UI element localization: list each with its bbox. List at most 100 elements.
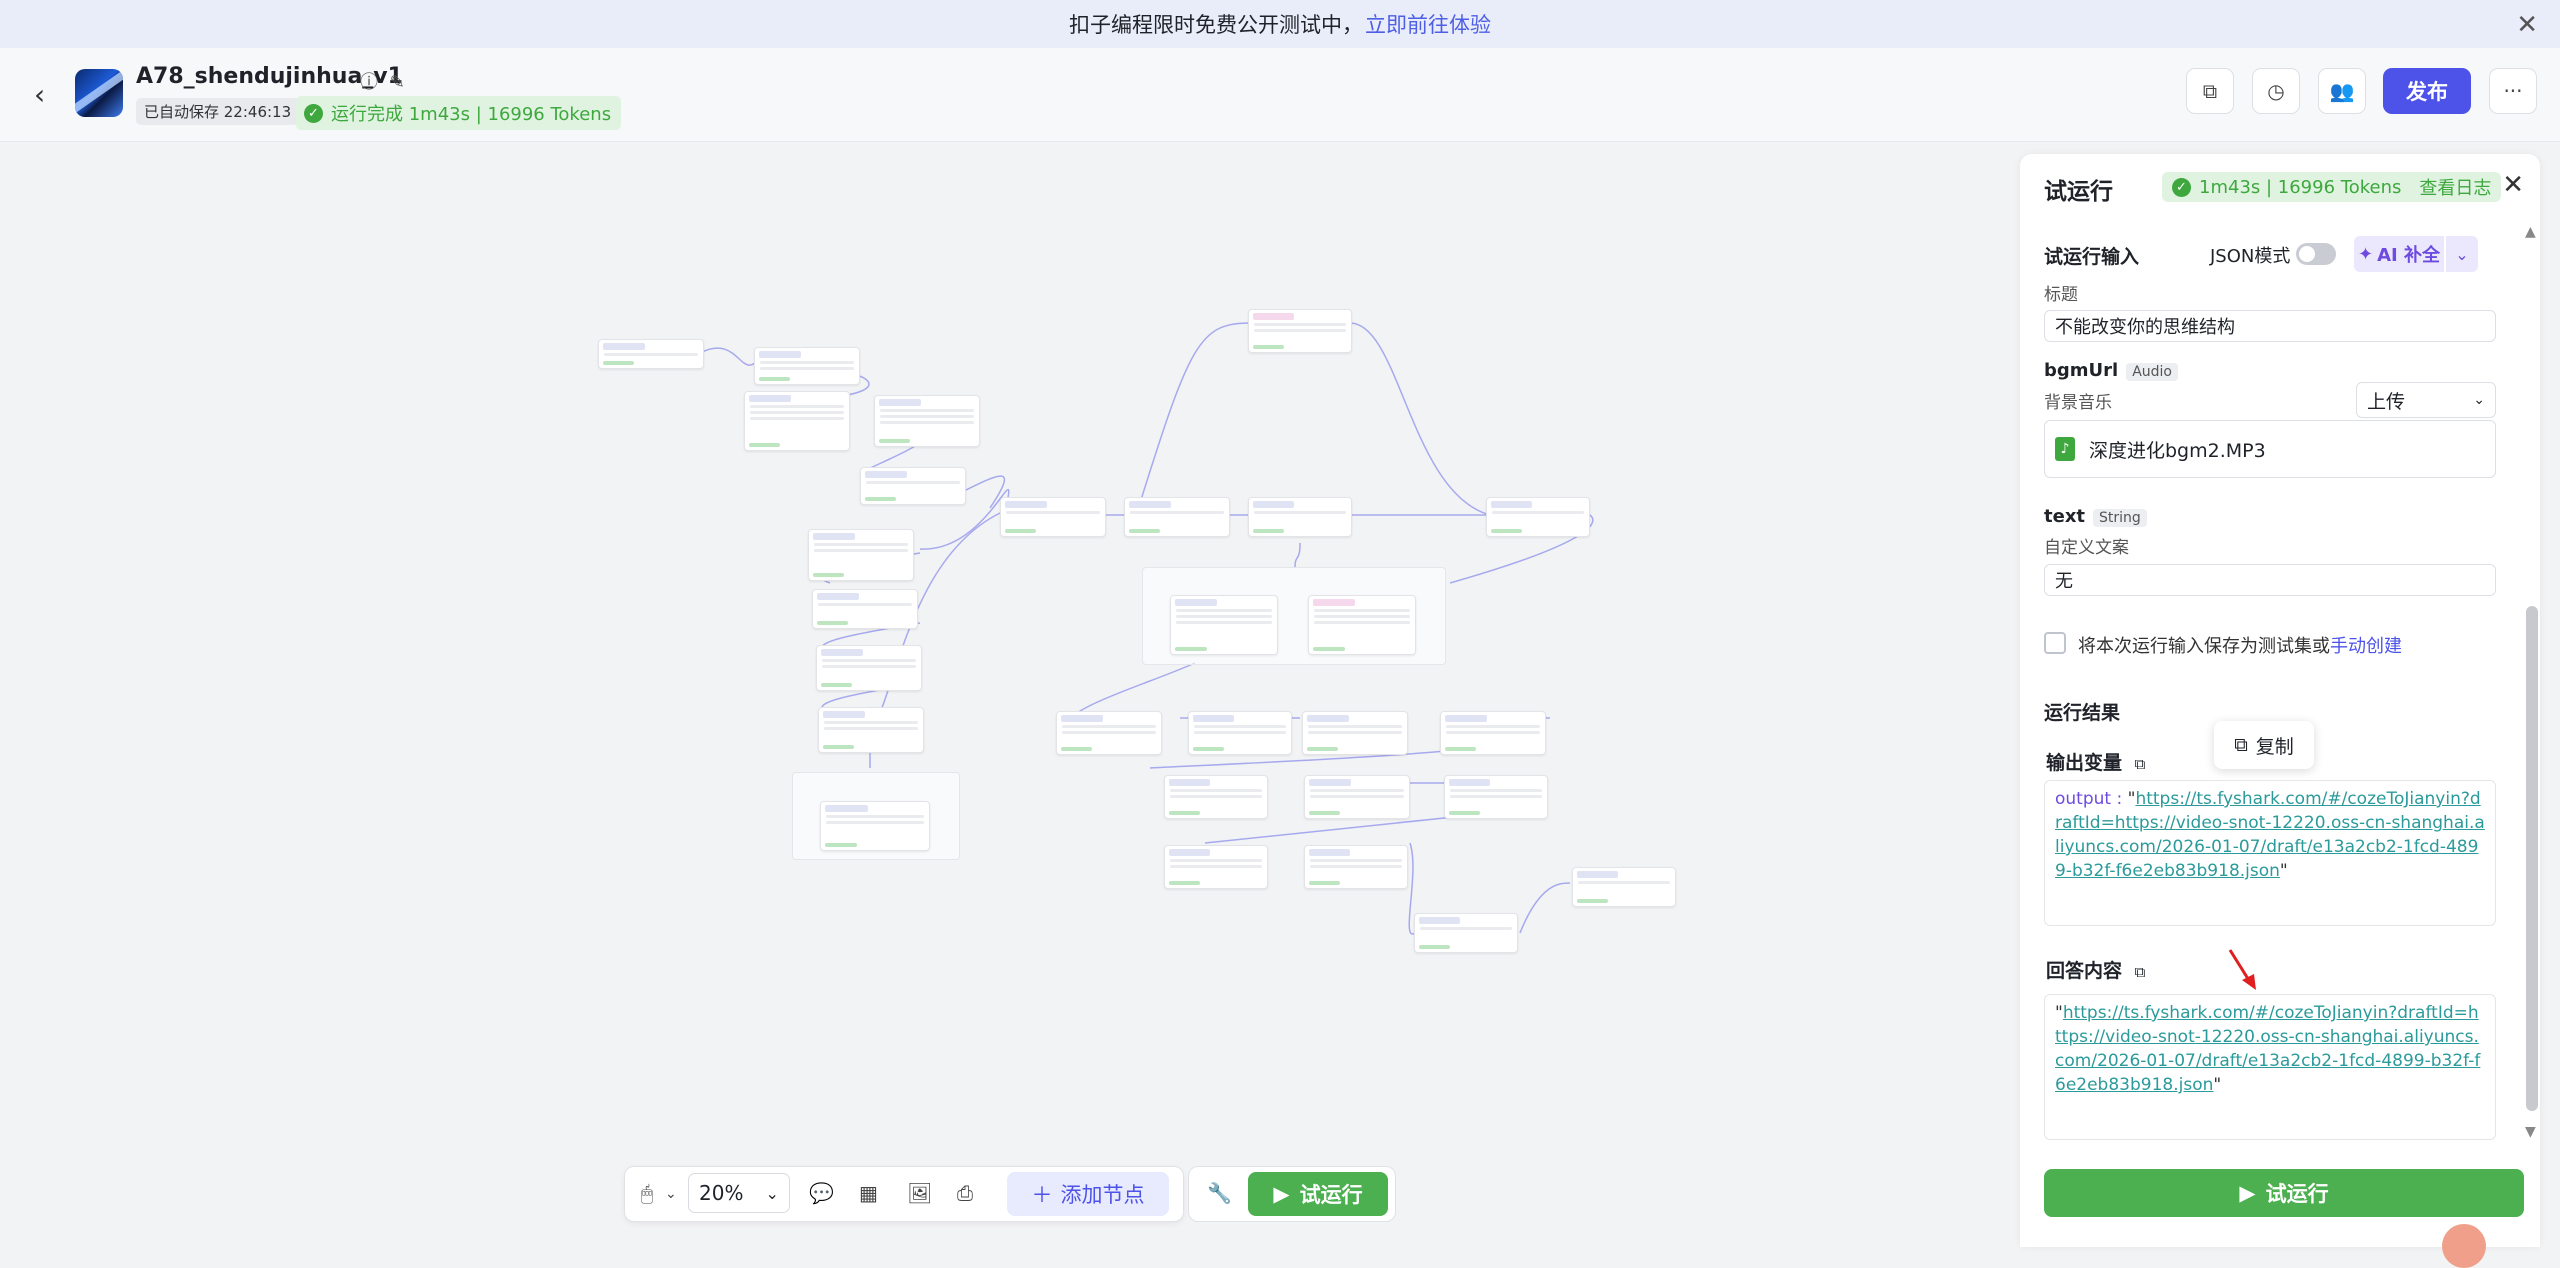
- output-var-box[interactable]: output : "https://ts.fyshark.com/#/cozeT…: [2044, 780, 2496, 926]
- copy-tooltip[interactable]: ⧉ 复制: [2214, 721, 2314, 769]
- text-type-tag: String: [2093, 509, 2147, 527]
- node-plugin-top[interactable]: [1248, 309, 1352, 353]
- answer-quote-open: ": [2055, 1003, 2063, 1023]
- title-field-label: 标题: [2044, 285, 2078, 305]
- save-testset-checkbox[interactable]: [2044, 632, 2066, 654]
- node-llm-1[interactable]: [874, 395, 980, 447]
- output-quote-close: ": [2279, 861, 2288, 881]
- plus-icon: ＋: [1031, 1183, 1053, 1207]
- node-variable-4[interactable]: [1188, 711, 1292, 755]
- text-input[interactable]: 无: [2044, 564, 2496, 596]
- scroll-down-icon[interactable]: ▼: [2525, 1124, 2536, 1140]
- autosave-badge: 已自动保存 22:46:13: [136, 98, 300, 125]
- node-audio[interactable]: [1000, 497, 1106, 537]
- audio-file-icon: ♪: [2055, 437, 2075, 461]
- node-save-draft[interactable]: [1414, 913, 1518, 953]
- chevron-down-icon[interactable]: ⌄: [665, 1186, 677, 1202]
- minimap-icon[interactable]: 🖼: [907, 1181, 933, 1205]
- view-log-link[interactable]: 查看日志: [2419, 178, 2492, 199]
- bgm-field-label: 背景音乐: [2044, 393, 2112, 413]
- node-code-1[interactable]: [808, 529, 914, 581]
- bgm-file-field[interactable]: ♪ 深度进化bgm2.MP3: [2044, 420, 2496, 478]
- node-loop[interactable]: [744, 391, 850, 451]
- node-add-keyframe[interactable]: [1164, 845, 1268, 889]
- node-add-effect-1[interactable]: [1164, 775, 1268, 819]
- save-testset-text: 将本次运行输入保存为测试集或手动创建: [2078, 632, 2402, 658]
- node-create-draft[interactable]: [1486, 497, 1590, 537]
- more-button[interactable]: ···: [2489, 68, 2537, 114]
- output-key: output :: [2055, 789, 2128, 809]
- mouse-icon[interactable]: 🖱: [641, 1181, 653, 1205]
- node-loop-plugin[interactable]: [1308, 595, 1416, 655]
- sparkle-icon: ✦: [2358, 243, 2374, 265]
- assistant-avatar[interactable]: [2442, 1224, 2486, 1268]
- answer-quote-close: ": [2213, 1075, 2222, 1095]
- layout-icon[interactable]: ▦: [859, 1181, 878, 1205]
- canvas-test-run-button[interactable]: ▶ 试运行: [1248, 1172, 1388, 1216]
- panel-title: 试运行: [2044, 179, 2113, 205]
- panel-status-text: 1m43s | 16996 Tokens: [2199, 176, 2402, 198]
- scroll-thumb[interactable]: [2526, 606, 2538, 1111]
- publish-button[interactable]: 发布: [2383, 68, 2471, 114]
- node-end[interactable]: [1572, 867, 1676, 907]
- close-icon[interactable]: ✕: [2502, 170, 2524, 200]
- node-loop-llm[interactable]: [1170, 595, 1278, 655]
- comment-icon[interactable]: 💬: [809, 1181, 834, 1205]
- manual-create-link[interactable]: 手动创建: [2330, 636, 2402, 657]
- title-actions: ⓘ ✎: [360, 68, 405, 94]
- node-start[interactable]: [598, 339, 704, 369]
- save-testset-prefix: 将本次运行输入保存为测试集或: [2078, 636, 2330, 657]
- node-add-caption[interactable]: [1440, 711, 1546, 755]
- test-run-panel: 试运行 ✓ 1m43s | 16996 Tokens 查看日志 ✕ 试运行输入 …: [2020, 154, 2540, 1247]
- copy-workflow-button[interactable]: ⧉: [2186, 68, 2234, 114]
- bgm-upload-select[interactable]: 上传 ⌄: [2356, 382, 2496, 418]
- collaborators-button[interactable]: 👥: [2318, 68, 2366, 114]
- ai-fill-label: AI 补全: [2377, 245, 2440, 266]
- node-variable-2[interactable]: [812, 589, 918, 629]
- node-add-sticker[interactable]: [1304, 845, 1408, 889]
- input-section-title: 试运行输入: [2044, 246, 2140, 268]
- add-node-label: 添加节点: [1060, 1183, 1145, 1207]
- copy-icon[interactable]: ⧉: [2134, 963, 2146, 981]
- banner-link[interactable]: 立即前往体验: [1365, 13, 1491, 37]
- answer-url-link[interactable]: https://ts.fyshark.com/#/cozeToJianyin?d…: [2055, 1003, 2481, 1095]
- close-icon[interactable]: ✕: [2516, 10, 2538, 40]
- node-add-audio[interactable]: [1302, 711, 1408, 755]
- edit-icon[interactable]: ✎: [389, 72, 405, 93]
- panel-run-status: ✓ 1m43s | 16996 Tokens 查看日志: [2162, 172, 2502, 202]
- red-arrow-annotation: [2228, 949, 2256, 990]
- node-batch-inner[interactable]: [820, 801, 930, 851]
- workflow-canvas[interactable]: [0, 143, 2020, 1247]
- output-quote-open: ": [2127, 789, 2136, 809]
- title-input[interactable]: 不能改变你的思维结构: [2044, 310, 2496, 342]
- node-add-image[interactable]: [1056, 711, 1162, 755]
- panel-scrollbar[interactable]: ▲ ▼: [2524, 224, 2538, 1140]
- scroll-up-icon[interactable]: ▲: [2525, 224, 2536, 240]
- node-code-3[interactable]: [818, 707, 924, 753]
- node-code-2[interactable]: [816, 645, 922, 691]
- history-button[interactable]: ◷: [2252, 68, 2300, 114]
- duplicate-icon: ⧉: [2202, 79, 2218, 103]
- panel-test-run-button[interactable]: ▶ 试运行: [2044, 1169, 2524, 1217]
- info-icon[interactable]: ⓘ: [360, 72, 378, 93]
- ai-fill-button[interactable]: ✦ AI 补全: [2354, 236, 2444, 272]
- export-icon[interactable]: ⎙: [957, 1181, 973, 1205]
- node-merge[interactable]: [1248, 497, 1352, 537]
- ai-fill-dropdown[interactable]: ⌄: [2446, 236, 2478, 272]
- node-text-process[interactable]: [860, 467, 966, 505]
- node-variable[interactable]: [754, 347, 860, 385]
- copy-icon[interactable]: ⧉: [2134, 755, 2146, 773]
- add-node-button[interactable]: ＋ 添加节点: [1007, 1172, 1169, 1216]
- json-mode-toggle[interactable]: [2296, 243, 2336, 265]
- node-add-effect-3[interactable]: [1444, 775, 1548, 819]
- back-arrow-icon[interactable]: ‹: [34, 78, 46, 111]
- answer-box[interactable]: "https://ts.fyshark.com/#/cozeToJianyin?…: [2044, 994, 2496, 1140]
- chevron-down-icon: ⌄: [2455, 244, 2469, 264]
- node-add-effect-2[interactable]: [1304, 775, 1410, 819]
- node-variable-3[interactable]: [1124, 497, 1230, 537]
- zoom-select[interactable]: 20% ⌄: [688, 1173, 790, 1213]
- wrench-icon[interactable]: 🔧: [1207, 1181, 1232, 1205]
- output-url-link[interactable]: https://ts.fyshark.com/#/cozeToJianyin?d…: [2055, 789, 2485, 881]
- chevron-down-icon: ⌄: [2473, 392, 2485, 408]
